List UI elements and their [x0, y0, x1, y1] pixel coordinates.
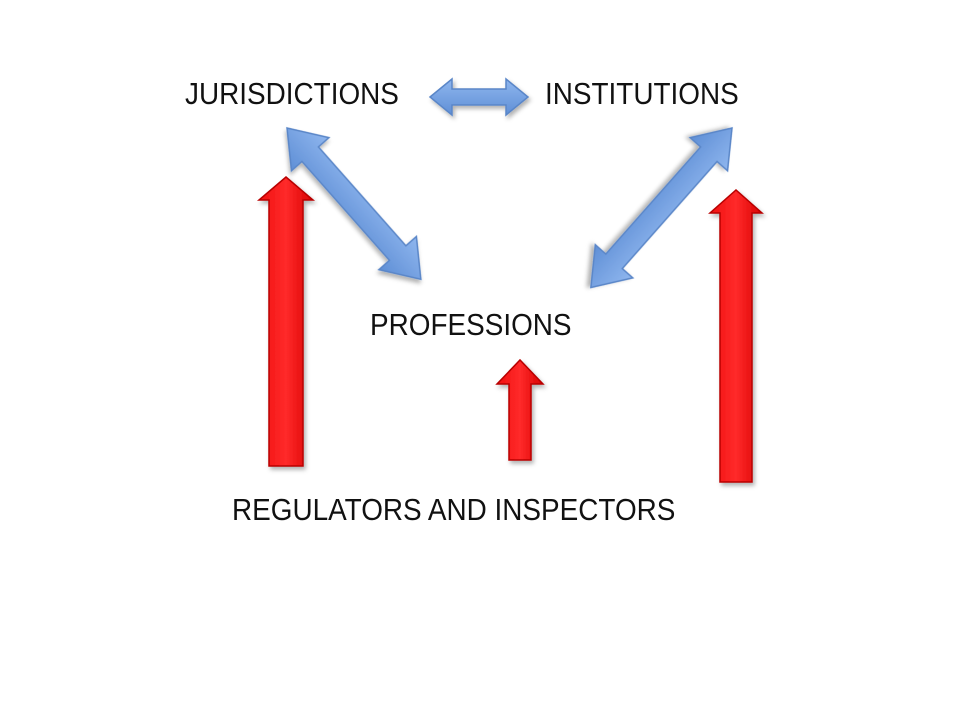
institutions-label: INSTITUTIONS	[545, 76, 739, 111]
arrow-jurisdictions-institutions	[428, 77, 530, 117]
jurisdictions-label: JURISDICTIONS	[185, 76, 399, 111]
arrow-regulators-jurisdictions	[256, 176, 316, 467]
arrow-institutions-professions	[590, 127, 733, 289]
arrow-jurisdictions-professions	[286, 127, 422, 281]
regulators-and-inspectors-label: REGULATORS AND INSPECTORS	[232, 492, 676, 527]
professions-label: PROFESSIONS	[370, 307, 572, 342]
arrow-regulators-institutions	[708, 188, 764, 483]
arrow-regulators-professions	[495, 358, 545, 461]
